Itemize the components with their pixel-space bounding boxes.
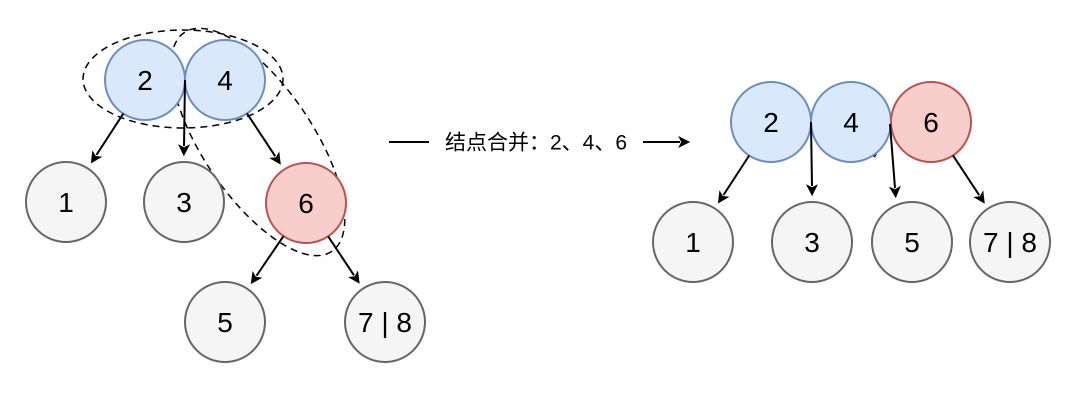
left-edge-6-78-arrow [327,235,360,284]
left-edge-2-1-arrow [90,113,125,164]
right-node-7-8-label: 7 | 8 [983,227,1037,258]
left-node-6-label: 6 [298,188,314,219]
left-edge-24-3-arrow [178,79,191,157]
right-node-5-label: 5 [904,227,920,258]
left-node-3-label: 3 [176,187,192,218]
right-node-4-label: 4 [843,107,859,138]
left-node-4-label: 4 [217,65,233,96]
right-node-6-label: 6 [923,107,939,138]
right-node-6 [890,81,972,163]
right-edge-24-3-arrow [805,121,818,197]
right-edge-46-5-arrow [888,123,901,199]
left-node-7-8 [344,281,426,363]
left-node-6 [265,162,347,244]
right-node-3 [771,201,853,283]
right-node-3-label: 3 [804,227,820,258]
right-tree: 2 4 6 1 3 5 7 | 8 [652,81,1051,283]
transition: 结点合并：2、4、6 [389,132,691,155]
left-edge-4-6-arrow [246,112,281,165]
dashed-group-2-4 [82,29,284,129]
left-node-1-label: 1 [58,187,74,218]
left-node-7-8-label: 7 | 8 [358,307,412,338]
left-node-3 [143,161,225,243]
right-node-1 [652,201,734,283]
left-edge-6-5-arrow [250,235,285,285]
left-node-2-label: 2 [137,65,153,96]
left-node-1 [25,161,107,243]
right-node-2-label: 2 [763,107,779,138]
right-node-5 [871,201,953,283]
right-edge-2-1-arrow [717,154,751,204]
right-edge-6-78-arrow [952,154,985,204]
transition-text: 结点合并：2、4、6 [445,132,627,155]
left-node-5-label: 5 [217,307,233,338]
right-node-1-label: 1 [685,227,701,258]
dashed-group-4-6 [170,27,346,257]
left-node-5 [184,281,266,363]
left-tree: 2 4 1 3 6 5 7 | 8 [25,27,426,363]
right-node-7-8 [969,201,1051,283]
